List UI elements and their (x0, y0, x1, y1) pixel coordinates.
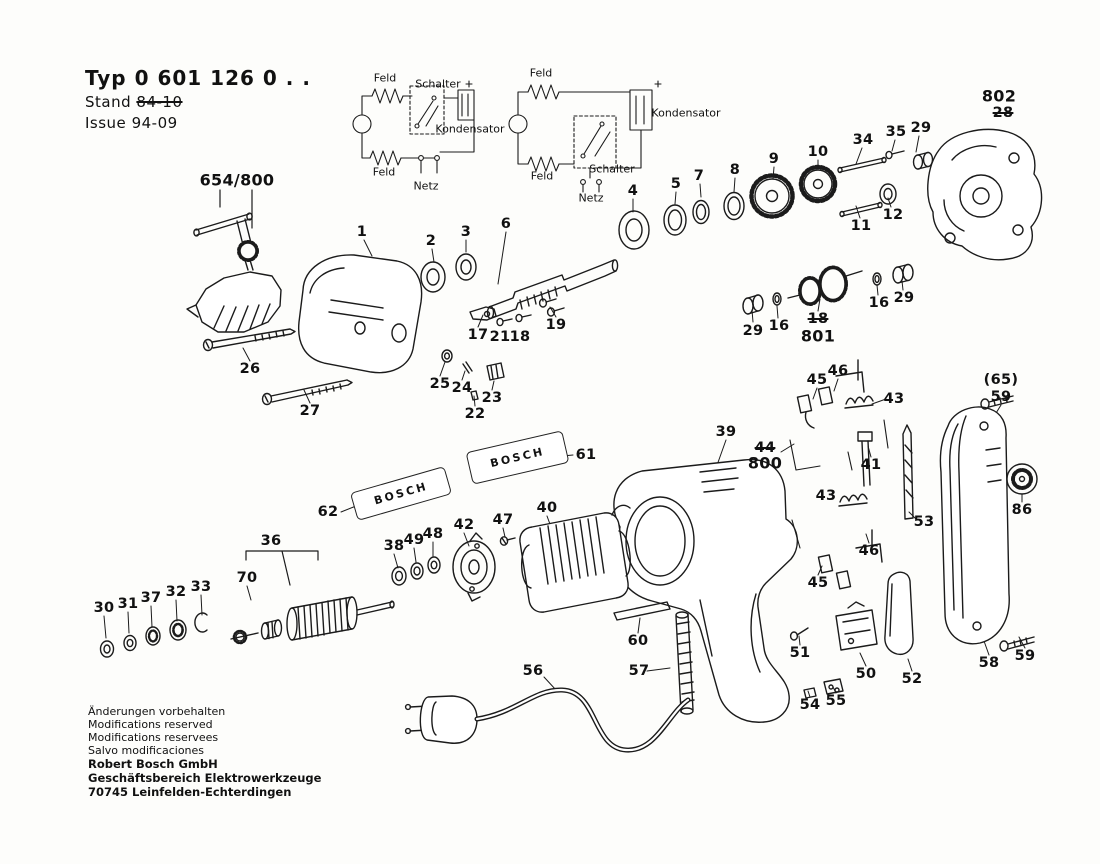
drill-bit-53 (902, 424, 914, 520)
cap-52 (884, 571, 914, 656)
ring-5 (663, 204, 687, 236)
company-line: Robert Bosch GmbH (88, 757, 218, 771)
gear-9 (749, 173, 795, 219)
wires-misc (789, 419, 889, 549)
motor-housing-1 (297, 254, 423, 374)
notice-line: Salvo modificaciones (88, 744, 205, 757)
switch-50 (835, 601, 878, 651)
side-cover-58 (939, 406, 1010, 645)
ring-33 (194, 612, 208, 633)
lever-17 (469, 306, 497, 321)
screw-26 (202, 328, 296, 352)
type-label: Typ (85, 66, 127, 90)
bushing-29-left (742, 294, 764, 315)
ring-8 (723, 191, 745, 221)
gasket-60 (613, 601, 671, 621)
rod-57 (675, 611, 695, 715)
washer-3 (455, 253, 477, 281)
pin-22 (470, 390, 479, 401)
title-block: Typ 0 601 126 0 . . Stand 84-10 Issue 94… (85, 66, 311, 132)
coil-43-upper (844, 395, 874, 409)
circuit-diagram-1 (352, 80, 475, 174)
screw-59-bottom (999, 636, 1035, 652)
washer-2 (420, 261, 446, 293)
ring-7 (692, 199, 710, 225)
part-54 (803, 687, 817, 699)
wire-46-upper (835, 359, 865, 393)
issue-label: Issue (85, 114, 127, 132)
bracket-36 (245, 550, 319, 586)
washer-25 (441, 349, 453, 363)
bearing-4 (618, 210, 650, 250)
power-cord-56 (404, 687, 691, 753)
chuck (186, 271, 282, 333)
washer-37 (145, 626, 161, 646)
pin-11 (839, 201, 883, 218)
pin-34 (837, 156, 887, 174)
wire-41 (857, 431, 873, 487)
drill-body-39 (613, 458, 798, 723)
cap-23 (486, 362, 505, 381)
spindle-6 (486, 259, 619, 320)
stator-40 (519, 504, 631, 613)
company-line: Geschäftsbereich Elektrowerkzeuge (88, 771, 322, 785)
company-line: 70745 Leinfelden-Echterdingen (88, 785, 292, 799)
washer-16-right (872, 272, 882, 286)
fan-86 (1006, 463, 1038, 495)
washer-16-left (772, 292, 782, 306)
bushing-29-top (912, 151, 934, 170)
screw-21 (496, 317, 513, 327)
bosch-logo-text: BOSCH (489, 444, 546, 471)
legal-block: Änderungen vorbehalten Modifications res… (88, 705, 321, 799)
armature-70 (230, 596, 395, 645)
washer-48 (427, 556, 441, 574)
screws-19 (538, 298, 565, 317)
screw-18 (515, 313, 532, 323)
notice-line: Änderungen vorbehalten (88, 705, 226, 718)
screw-51 (789, 627, 809, 641)
brush-cluster-lower (817, 554, 852, 590)
armature-pinion-801 (787, 265, 863, 306)
bushing-29-right (892, 263, 914, 284)
screw-47 (499, 536, 516, 546)
screw-27 (261, 379, 353, 406)
brush-cluster-upper (796, 386, 834, 429)
washer-30 (99, 640, 115, 658)
notice-line: Modifications reservees (88, 731, 219, 744)
notice-line: Modifications reserved (88, 718, 213, 731)
screw-59-top (980, 395, 1014, 410)
stand-label: Stand (85, 93, 132, 111)
circuit-diagram-2 (508, 80, 662, 193)
gear-10 (798, 164, 838, 204)
wire-46-lower (855, 529, 883, 563)
part-55 (823, 678, 844, 695)
issue-value: 94-09 (131, 114, 178, 132)
bearing-plate-42 (452, 532, 496, 602)
end-housing-802 (927, 128, 1043, 261)
type-line: Typ 0 601 126 0 . . (85, 66, 311, 90)
washer-49 (410, 562, 424, 580)
type-number: 0 601 126 0 . . (134, 66, 311, 90)
stand-value: 84-10 (136, 93, 183, 111)
washer-38 (391, 566, 407, 586)
chuck-key (193, 212, 259, 271)
washer-12 (879, 183, 897, 205)
issue-line: Issue 94-09 (85, 114, 311, 132)
washer-31 (123, 634, 137, 652)
coil-43-lower (838, 493, 868, 507)
pin-24 (462, 361, 473, 374)
screw-35 (885, 150, 905, 160)
stand-line: Stand 84-10 (85, 93, 311, 111)
bracket-654-800 (219, 189, 253, 229)
washer-32 (169, 619, 187, 641)
